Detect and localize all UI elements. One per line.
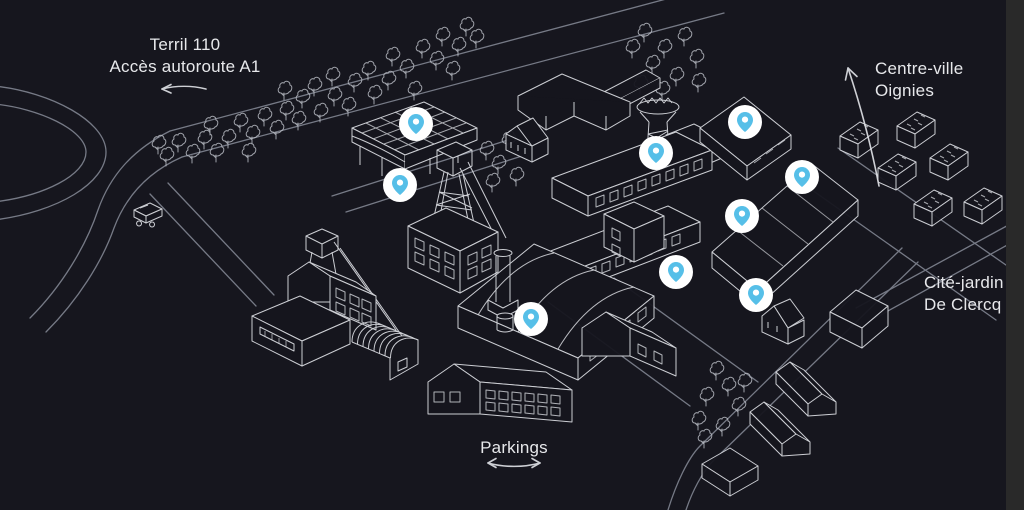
map-pin-icon bbox=[734, 206, 750, 226]
building-flat-box bbox=[701, 447, 759, 497]
label-terril-line2: Accès autoroute A1 bbox=[109, 57, 261, 76]
terril-arrow-icon bbox=[161, 83, 207, 94]
building-long-b bbox=[749, 401, 811, 457]
pin-9[interactable] bbox=[514, 302, 548, 336]
pin-1[interactable] bbox=[399, 107, 433, 141]
building-small-house bbox=[761, 298, 805, 345]
map-pin-icon bbox=[648, 143, 664, 163]
building-central-works bbox=[427, 243, 677, 423]
label-cite-jardin: Cité-jardin De Clercq bbox=[924, 272, 1004, 316]
pin-4[interactable] bbox=[728, 105, 762, 139]
pin-6[interactable] bbox=[725, 199, 759, 233]
map-pin-icon bbox=[794, 167, 810, 187]
label-cite-line2: De Clercq bbox=[924, 295, 1002, 314]
label-parkings-text: Parkings bbox=[480, 438, 548, 457]
buildings-layer bbox=[133, 69, 1003, 497]
parkings-arrow-icon bbox=[487, 457, 541, 469]
pin-8[interactable] bbox=[739, 278, 773, 312]
label-centre-ville: Centre-ville Oignies bbox=[875, 58, 963, 102]
map-pin-icon bbox=[737, 112, 753, 132]
label-cite-line1: Cité-jardin bbox=[924, 273, 1004, 292]
building-tilted-house bbox=[829, 289, 889, 349]
pin-5[interactable] bbox=[785, 160, 819, 194]
buildings-bottom-right bbox=[701, 289, 889, 497]
label-centre-line2: Oignies bbox=[875, 81, 935, 100]
building-headframe-a bbox=[430, 141, 507, 243]
houses-cite-jardin bbox=[839, 111, 1003, 227]
label-terril-110: Terril 110 Accès autoroute A1 bbox=[78, 34, 292, 78]
centre-ville-arrow-icon bbox=[844, 67, 880, 187]
map-pin-icon bbox=[748, 285, 764, 305]
page-edge-strip bbox=[1006, 0, 1024, 510]
pin-7[interactable] bbox=[659, 255, 693, 289]
map-pin-icon bbox=[392, 175, 408, 195]
label-terril-line1: Terril 110 bbox=[149, 35, 221, 54]
building-machine-hall bbox=[407, 207, 499, 294]
map-pin-icon bbox=[668, 262, 684, 282]
building-long-a bbox=[775, 361, 837, 417]
building-factory-left bbox=[251, 228, 419, 381]
pin-3[interactable] bbox=[639, 136, 673, 170]
building-entrance bbox=[505, 69, 661, 163]
label-parkings: Parkings bbox=[454, 437, 574, 459]
label-centre-line1: Centre-ville bbox=[875, 59, 964, 78]
map-pin-icon bbox=[523, 309, 539, 329]
car bbox=[133, 202, 163, 228]
arrows-layer bbox=[161, 67, 880, 469]
map-pin-icon bbox=[408, 114, 424, 134]
pin-2[interactable] bbox=[383, 168, 417, 202]
